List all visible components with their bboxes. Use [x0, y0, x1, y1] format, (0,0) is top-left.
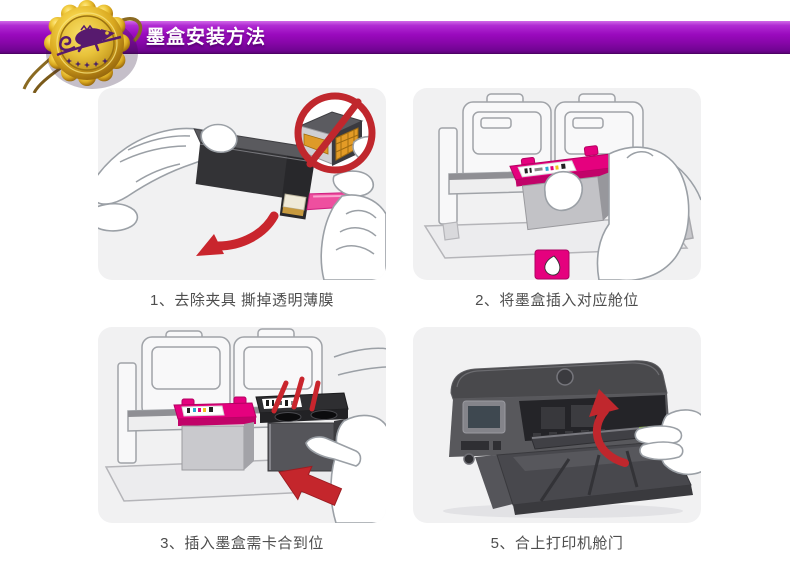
tricolor-ink-droplet-icon — [534, 249, 570, 280]
red-peel-arrow-icon — [196, 211, 279, 256]
closing-hand — [634, 409, 701, 476]
insert-cartridge-icon — [423, 93, 701, 280]
step-caption: 5、合上打印机舱门 — [490, 535, 624, 552]
pushing-hand — [305, 347, 386, 523]
hp-logo-icon — [556, 368, 574, 386]
red-close-arrow-icon — [589, 389, 629, 467]
brand-seal-icon — [22, 0, 143, 93]
step2-panel — [413, 88, 701, 280]
pulling-hand — [320, 170, 386, 280]
control-panel — [461, 400, 506, 465]
step-card-1: 1、去除夹具 撕掉透明薄膜 — [98, 88, 386, 310]
step-caption: 1、去除夹具 撕掉透明薄膜 — [149, 292, 334, 309]
step-card-3: 3、插入墨盒需卡合到位 — [98, 327, 386, 553]
holding-hand — [98, 127, 223, 232]
printer-screen — [468, 406, 500, 428]
paper-tray — [475, 440, 693, 515]
tricolor-cartridge — [173, 396, 257, 471]
printer-body — [449, 360, 671, 465]
inserting-hand — [543, 146, 701, 280]
step-card-4: 5、合上打印机舱门 — [413, 327, 701, 553]
do-not-touch-contacts-icon — [294, 92, 376, 174]
click-emphasis-lines-icon — [271, 376, 321, 414]
power-button-icon — [463, 453, 475, 465]
push-cartridge-click-icon — [104, 328, 386, 523]
header-bar: 墨盒安装方法 — [0, 21, 790, 54]
black-cartridge — [255, 392, 349, 472]
step1-panel — [98, 88, 386, 280]
page-title: 墨盒安装方法 — [146, 27, 267, 48]
step-card-2: 2、将墨盒插入对应舱位 — [413, 88, 701, 310]
step-caption: 2、将墨盒插入对应舱位 — [475, 292, 639, 309]
peel-pink-tape-icon — [98, 92, 386, 280]
step3-panel — [98, 327, 386, 523]
red-push-arrow-icon — [278, 465, 343, 506]
step4-panel — [413, 327, 701, 523]
chameleon-icon — [56, 24, 122, 57]
step-caption: 3、插入墨盒需卡合到位 — [160, 535, 324, 552]
close-printer-door-icon — [443, 360, 701, 518]
